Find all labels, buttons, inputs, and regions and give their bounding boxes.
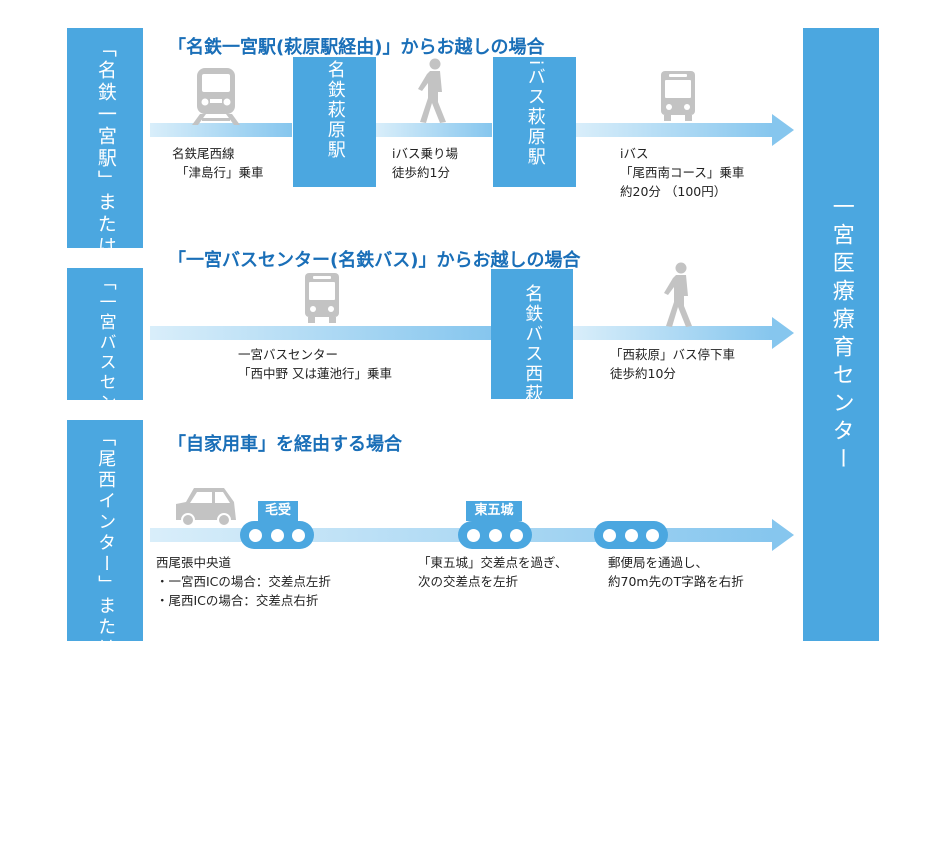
route1-note2-line1: iバス乗り場 — [392, 146, 458, 161]
route1-origin-box: 「名鉄一宮駅」または「JR一宮駅」 — [67, 28, 143, 393]
route2-station-label: 名鉄バス西萩原 — [522, 284, 544, 424]
route1-note2-line2: 徒歩約1分 — [392, 165, 450, 180]
route1-station1-label: 名鉄萩原駅 — [324, 59, 346, 160]
route1-note3-line2: 「尾西南コース」乗車 — [620, 165, 745, 180]
destination-box: 一宮医療療育センター — [803, 28, 879, 641]
route1-origin-label: 「名鉄一宮駅」または「JR一宮駅」 — [94, 38, 117, 393]
route1-band-1 — [150, 123, 292, 137]
route3-note1-line1: 西尾張中央道 — [156, 555, 232, 570]
route2-heading: 「一宮バスセンター(名鉄バス)」からお越しの場合 — [168, 250, 581, 271]
route3-note3-line2: 約70m先のT字路を右折 — [608, 574, 744, 589]
route2-origin-box: 「一宮バスセンター」 — [67, 268, 143, 473]
route1-note2: iバス乗り場 徒歩約1分 — [392, 144, 458, 182]
route3-note1: 西尾張中央道 ・一宮西ICの場合：交差点左折 ・尾西ICの場合：交差点右折 — [156, 553, 331, 610]
route1-note1-line1: 名鉄尾西線 — [172, 146, 235, 161]
route1-note3: iバス 「尾西南コース」乗車 約20分 （100円） — [620, 144, 744, 201]
route2-note2-line2: 徒歩約10分 — [610, 366, 676, 381]
route3-note3-line1: 郵便局を通過し、 — [608, 555, 709, 570]
walking-person-icon — [664, 262, 692, 327]
route3-note2-line2: 次の交差点を左折 — [418, 574, 519, 589]
signal2-label: 東五城 — [466, 501, 522, 527]
route2-note1-line1: 一宮バスセンター — [238, 347, 339, 362]
walking-person-icon — [418, 58, 446, 123]
route1-arrow — [772, 114, 794, 146]
car-icon — [176, 488, 236, 526]
route1-note3-line1: iバス — [620, 146, 649, 161]
route2-origin-label: 「一宮バスセンター」 — [95, 273, 116, 473]
traffic-signal-icon — [594, 521, 668, 549]
route3-arrow — [772, 519, 794, 551]
route1-station1-box: 名鉄萩原駅 — [293, 57, 376, 187]
traffic-signal-icon — [240, 521, 314, 549]
destination-label: 一宮医療療育センター — [828, 194, 854, 475]
route3-note2-line1: 「東五城」交差点を過ぎ、 — [418, 555, 568, 570]
route2-note1-line2: 「西中野 又は蓮池行」乗車 — [238, 366, 392, 381]
route3-heading: 「自家用車」を経由する場合 — [168, 434, 402, 455]
route1-heading: 「名鉄一宮駅(萩原駅経由)」からお越しの場合 — [168, 37, 545, 58]
route2-station-box: 名鉄バス西萩原 — [491, 269, 573, 424]
route2-note2: 「西萩原」バス停下車 徒歩約10分 — [610, 345, 735, 383]
route3-note1-line3: ・尾西ICの場合：交差点右折 — [156, 593, 319, 608]
signal1-label: 毛受 — [258, 501, 298, 527]
bus-icon — [661, 71, 695, 121]
route3-origin-label: 「尾西インター」または「一宮西インター」 — [95, 428, 117, 848]
bus-icon — [305, 273, 339, 323]
route2-arrow — [772, 317, 794, 349]
route3-note1-line2: ・一宮西ICの場合：交差点左折 — [156, 574, 331, 589]
train-icon — [192, 68, 240, 125]
route1-band-2 — [376, 123, 492, 137]
traffic-signal-icon — [458, 521, 532, 549]
route2-note2-line1: 「西萩原」バス停下車 — [610, 347, 736, 362]
route3-note3: 郵便局を通過し、 約70m先のT字路を右折 — [608, 553, 744, 591]
route3-origin-box: 「尾西インター」または「一宮西インター」 — [67, 420, 143, 848]
route2-band-2 — [573, 326, 772, 340]
route1-note1: 名鉄尾西線 「津島行」乗車 — [172, 144, 264, 182]
route1-note1-line2: 「津島行」乗車 — [176, 165, 264, 180]
route1-station2-label: iバス萩原駅 — [524, 59, 546, 167]
route1-note3-line3: 約20分 （100円） — [620, 184, 727, 199]
route3-note2: 「東五城」交差点を過ぎ、 次の交差点を左折 — [418, 553, 567, 591]
route2-band-1 — [150, 326, 491, 340]
route1-station2-box: iバス萩原駅 — [493, 57, 576, 187]
route1-band-3 — [576, 123, 772, 137]
route2-note1: 一宮バスセンター 「西中野 又は蓮池行」乗車 — [238, 345, 392, 383]
